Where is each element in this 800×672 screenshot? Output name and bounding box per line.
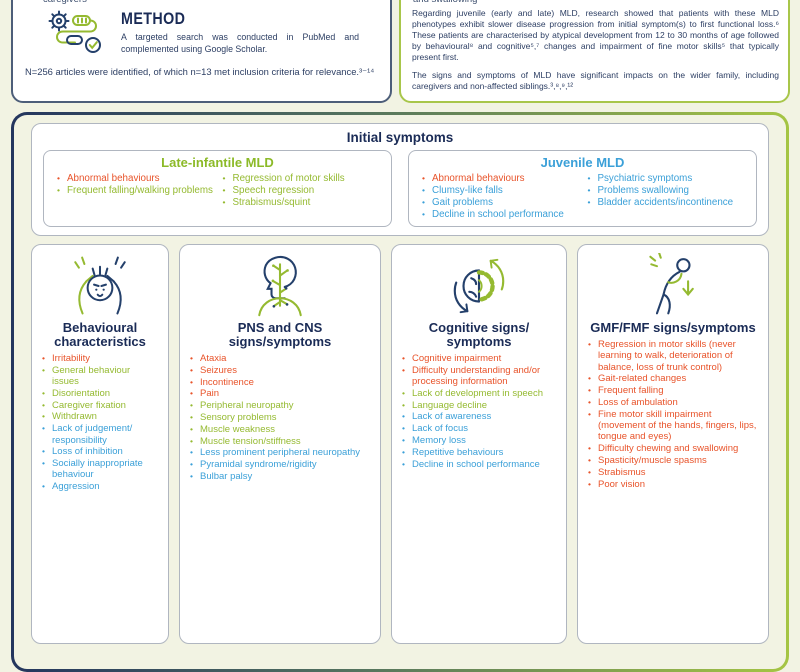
cognitive-card: Cognitive signs/​symptoms Cognitive impa… [391, 244, 567, 644]
list-item: Pyramidal syndrome/​rigidity [189, 459, 371, 471]
late-infantile-list-col1: Abnormal behavioursFrequent falling/​wal… [56, 173, 214, 209]
list-item: Fine motor skill impairment (movement of… [587, 409, 759, 443]
juvenile-overview-box: and swallowing Regarding juvenile (early… [399, 0, 790, 103]
list-item: Language decline [401, 400, 557, 412]
list-item: Less prominent peripheral neuropathy [189, 447, 371, 459]
initial-symptoms-panel: Initial symptoms Late-infantile MLD Abno… [31, 123, 769, 236]
list-item: Bulbar palsy [189, 471, 371, 483]
brain-gear-icon [401, 253, 557, 319]
list-item: Pain [189, 388, 371, 400]
late-infantile-list-col2: Regression of motor skillsSpeech regress… [222, 173, 380, 209]
list-item: Gait problems [421, 197, 579, 209]
list-item: Decline in school performance [421, 209, 579, 221]
list-item: Repetitive behaviours [401, 447, 557, 459]
list-item: Lack of awareness [401, 411, 557, 423]
behavioural-card-title: Behavioural characteristics [54, 320, 146, 349]
pns-cns-card-title: PNS and CNS signs/symptoms [228, 320, 332, 349]
head-nervous-system-icon [189, 253, 371, 319]
list-item: Strabismus/squint [222, 197, 380, 209]
list-item: Lack of development in speech [401, 388, 557, 400]
gmf-fmf-card: GMF/FMF signs/symptoms Regression in mot… [577, 244, 769, 644]
list-item: Disorientation [41, 388, 159, 400]
list-item: Abnormal behaviours [421, 173, 579, 185]
pns-cns-symptom-list: AtaxiaSeizuresIncontinencePainPeripheral… [189, 353, 371, 483]
list-item: Abnormal behaviours [56, 173, 214, 185]
list-item: Strabismus [587, 467, 759, 479]
list-item: Socially inappropriate behaviour [41, 458, 159, 481]
behavioural-symptom-list: IrritabilityGeneral behaviour issuesDiso… [41, 353, 159, 493]
list-item: Difficulty understanding and/​or process… [401, 365, 557, 388]
list-item: Irritability [41, 353, 159, 365]
clipped-text-line: caregivers [43, 0, 87, 5]
list-item: Memory loss [401, 435, 557, 447]
list-item: Decline in school performance [401, 459, 557, 471]
list-item: Cognitive impairment [401, 353, 557, 365]
initial-symptoms-title: Initial symptoms [346, 130, 454, 145]
cognitive-card-title: Cognitive signs/​symptoms [428, 320, 530, 349]
list-item: Lack of focus [401, 423, 557, 435]
method-search-gear-icon [47, 9, 109, 55]
list-item: Loss of inhibition [41, 446, 159, 458]
list-item: Frequent falling [587, 385, 759, 397]
juvenile-mld-title: Juvenile MLD [540, 155, 625, 170]
method-body-text: A targeted search was conducted in PubMe… [121, 32, 359, 54]
list-item: Regression in motor skills (never learni… [587, 339, 759, 373]
list-item: Difficulty chewing and swallowing [587, 443, 759, 455]
gmf-fmf-card-title: GMF/FMF signs/symptoms [590, 320, 756, 335]
overview-paragraph-2: The signs and symptoms of MLD have signi… [412, 70, 779, 91]
list-item: Spasticity/​muscle spasms [587, 455, 759, 467]
list-item: Withdrawn [41, 411, 159, 423]
list-item: Ataxia [189, 353, 371, 365]
list-item: Psychiatric symptoms [587, 173, 745, 185]
list-item: Incontinence [189, 377, 371, 389]
list-item: Problems swallowing [587, 185, 745, 197]
list-item: Seizures [189, 365, 371, 377]
method-box: caregivers METHOD A targeted search was … [11, 0, 392, 103]
list-item: Frequent falling/​walking problems [56, 185, 214, 197]
juvenile-list-col2: Psychiatric symptomsProblems swallowingB… [587, 173, 745, 221]
symptoms-frame: Initial symptoms Late-infantile MLD Abno… [11, 112, 789, 672]
late-infantile-mld-title: Late-infantile MLD [161, 155, 274, 170]
pns-cns-card: PNS and CNS signs/symptoms AtaxiaSeizure… [179, 244, 381, 644]
list-item: Lack of judgement/​responsibility [41, 423, 159, 446]
list-item: General behaviour issues [41, 365, 159, 388]
list-item: Muscle tension/​stiffness [189, 436, 371, 448]
list-item: Poor vision [587, 479, 759, 491]
list-item: Regression of motor skills [222, 173, 380, 185]
list-item: Caregiver fixation [41, 400, 159, 412]
clipped-text-line: and swallowing [413, 0, 477, 5]
falling-person-icon [587, 253, 759, 319]
behavioural-characteristics-card: Behavioural characteristics Irritability… [31, 244, 169, 644]
cognitive-symptom-list: Cognitive impairmentDifficulty understan… [401, 353, 557, 470]
list-item: Peripheral neuropathy [189, 400, 371, 412]
method-title: METHOD [121, 9, 186, 28]
list-item: Speech regression [222, 185, 380, 197]
list-item: Muscle weakness [189, 424, 371, 436]
list-item: Clumsy-like falls [421, 185, 579, 197]
overview-paragraph-1: Regarding juvenile (early and late) MLD,… [412, 8, 779, 62]
list-item: Bladder accidents/​incontinence [587, 197, 745, 209]
gmf-fmf-symptom-list: Regression in motor skills (never learni… [587, 339, 759, 490]
list-item: Loss of ambulation [587, 397, 759, 409]
juvenile-mld-box: Juvenile MLD Abnormal behavioursClumsy-l… [408, 150, 757, 227]
juvenile-list-col1: Abnormal behavioursClumsy-like fallsGait… [421, 173, 579, 221]
list-item: Sensory problems [189, 412, 371, 424]
list-item: Aggression [41, 481, 159, 493]
distressed-person-icon [41, 253, 159, 319]
late-infantile-mld-box: Late-infantile MLD Abnormal behavioursFr… [43, 150, 392, 227]
list-item: Gait-related changes [587, 373, 759, 385]
method-note-text: N=256 articles were identified, of which… [25, 66, 375, 77]
